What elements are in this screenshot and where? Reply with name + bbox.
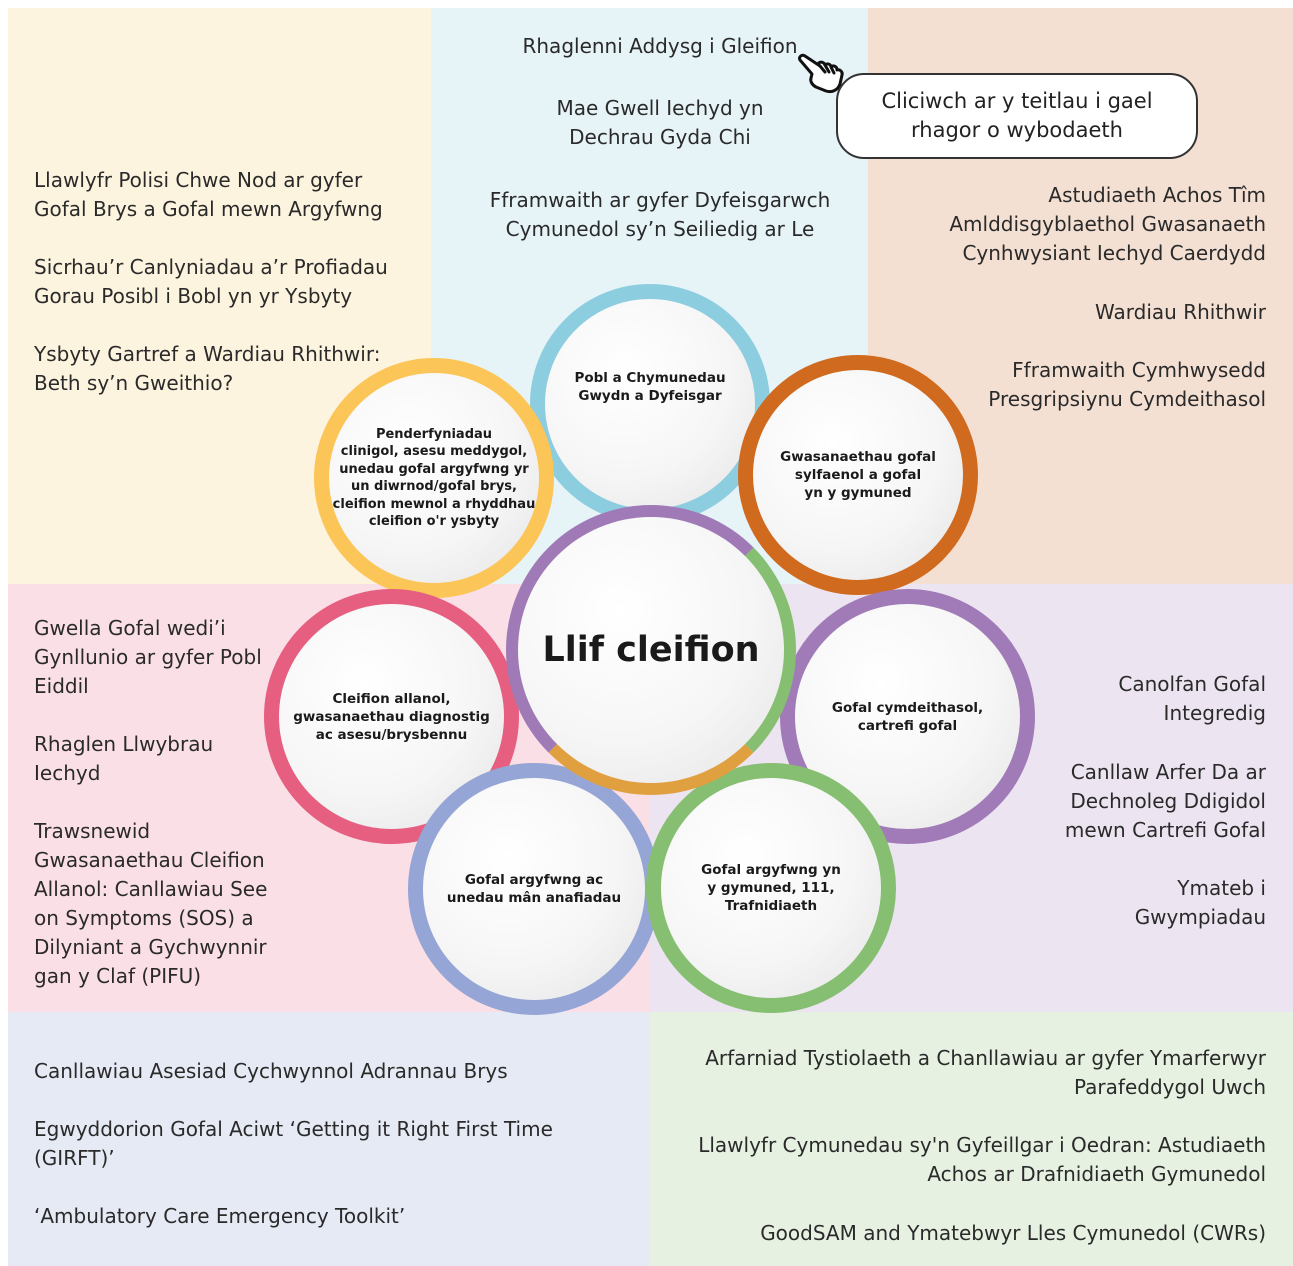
link-wardiau-rhithwir[interactable]: Wardiau Rhithwir <box>1095 300 1266 324</box>
pointing-hand-icon <box>798 53 844 94</box>
circle-gwasanaethau-label: Gwasanaethau gofal sylfaenol a gofal yn … <box>780 449 936 501</box>
link-llawlyfr-polisi[interactable]: Llawlyfr Polisi Chwe Nod ar gyfer Gofal … <box>34 168 383 221</box>
link-arfarniad-tystiolaeth[interactable]: Arfarniad Tystiolaeth a Chanllawiau ar g… <box>705 1046 1266 1099</box>
link-group-top-right-1: Astudiaeth Achos Tîm Amlddisgyblaethol G… <box>880 181 1266 268</box>
link-ysbyty-gartref[interactable]: Ysbyty Gartref a Wardiau Rhithwir: Beth … <box>34 342 381 395</box>
circle-allanol-label: Cleifion allanol, gwasanaethau diagnosti… <box>293 690 490 743</box>
link-rhaglen-llwybrau[interactable]: Rhaglen Llwybrau Iechyd <box>34 732 214 785</box>
link-group-bottom-left-2: Egwyddorion Gofal Aciwt ‘Getting it Righ… <box>34 1115 624 1173</box>
link-group-top-left-3: Ysbyty Gartref a Wardiau Rhithwir: Beth … <box>34 340 424 398</box>
link-group-mid-right-2: Canllaw Arfer Da ar Dechnoleg Ddigidol m… <box>1030 758 1266 845</box>
circle-gwasanaethau-gofal[interactable]: Gwasanaethau gofal sylfaenol a gofal yn … <box>738 355 978 595</box>
instruction-callout: Cliciwch ar y teitlau i gael rhagor o wy… <box>836 73 1198 159</box>
circle-cymdeithasol-label: Gofal cymdeithasol, cartrefi gofal <box>831 699 984 734</box>
link-group-top-right-2: Wardiau Rhithwir <box>880 298 1266 327</box>
link-canllawiau-asesiad[interactable]: Canllawiau Asesiad Cychwynnol Adrannau B… <box>34 1059 508 1083</box>
link-group-mid-right-3: Ymateb i Gwympiadau <box>1030 874 1266 932</box>
circle-penderfyniadau[interactable]: Penderfyniadau clinigol, asesu meddygol,… <box>314 358 554 598</box>
circle-gofal-argyfwng[interactable]: Gofal argyfwng ac unedau mân anafiadau <box>408 763 660 1015</box>
panel-bottom-right <box>650 1012 1293 1266</box>
circle-pobl-chymunedau[interactable]: Pobl a Chymunedau Gwydn a Dyfeisgar <box>530 284 770 524</box>
link-group-top-centre-1: Rhaglenni Addysg i Gleifion <box>440 32 880 61</box>
link-group-mid-left-1: Gwella Gofal wedi’i Gynllunio ar gyfer P… <box>34 614 284 701</box>
circle-argyfwng-label: Gofal argyfwng ac unedau mân anafiadau <box>446 872 622 906</box>
link-group-top-centre-3: Fframwaith ar gyfer Dyfeisgarwch Cymuned… <box>440 186 880 244</box>
link-group-mid-left-3: Trawsnewid Gwasanaethau Cleifion Allanol… <box>34 817 284 991</box>
link-group-mid-right-1: Canolfan Gofal Integredig <box>1030 670 1266 728</box>
link-egwyddorion-girft[interactable]: Egwyddorion Gofal Aciwt ‘Getting it Righ… <box>34 1117 553 1170</box>
link-canllaw-arfer-da[interactable]: Canllaw Arfer Da ar Dechnoleg Ddigidol m… <box>1064 760 1266 842</box>
link-group-top-left-2: Sicrhau’r Canlyniadau a’r Profiadau Gora… <box>34 253 424 311</box>
circle-pobl-label: Pobl a Chymunedau Gwydn a Dyfeisgar <box>574 370 726 404</box>
link-goodsam[interactable]: GoodSAM and Ymatebwyr Lles Cymunedol (CW… <box>760 1221 1266 1245</box>
link-ambulatory-toolkit[interactable]: ‘Ambulatory Care Emergency Toolkit’ <box>34 1204 406 1228</box>
link-group-bottom-right-1: Arfarniad Tystiolaeth a Chanllawiau ar g… <box>660 1044 1266 1102</box>
link-group-top-left-1: Llawlyfr Polisi Chwe Nod ar gyfer Gofal … <box>34 166 424 224</box>
link-sicrhau-canlyniadau[interactable]: Sicrhau’r Canlyniadau a’r Profiadau Gora… <box>34 255 388 308</box>
link-group-top-right-3: Fframwaith Cymhwysedd Presgripsiynu Cymd… <box>880 356 1266 414</box>
link-canolfan-gofal[interactable]: Canolfan Gofal Integredig <box>1118 672 1266 725</box>
panel-bottom-left <box>8 1012 650 1266</box>
link-group-bottom-left-3: ‘Ambulatory Care Emergency Toolkit’ <box>34 1202 624 1231</box>
link-ymateb-gwympiadau[interactable]: Ymateb i Gwympiadau <box>1134 876 1266 929</box>
link-fframwaith-dyfeisgarwch[interactable]: Fframwaith ar gyfer Dyfeisgarwch Cymuned… <box>489 188 831 241</box>
link-astudiaeth-achos-caerdydd[interactable]: Astudiaeth Achos Tîm Amlddisgyblaethol G… <box>949 183 1266 265</box>
link-group-bottom-right-2: Llawlyfr Cymunedau sy'n Gyfeillgar i Oed… <box>660 1131 1266 1189</box>
link-llawlyfr-cymunedau[interactable]: Llawlyfr Cymunedau sy'n Gyfeillgar i Oed… <box>698 1133 1266 1186</box>
link-group-bottom-left-1: Canllawiau Asesiad Cychwynnol Adrannau B… <box>34 1057 624 1086</box>
link-group-top-centre-2: Mae Gwell Iechyd yn Dechrau Gyda Chi <box>440 94 880 152</box>
circle-penderfyniadau-label: Penderfyniadau clinigol, asesu meddygol,… <box>332 426 536 530</box>
link-fframwaith-presgripsiynu[interactable]: Fframwaith Cymhwysedd Presgripsiynu Cymd… <box>988 358 1266 411</box>
link-trawsnewid-gwasanaethau[interactable]: Trawsnewid Gwasanaethau Cleifion Allanol… <box>34 819 268 988</box>
circle-argyfwng-gymuned[interactable]: Gofal argyfwng yn y gymuned, 111, Trafni… <box>646 763 896 1013</box>
link-rhaglenni-addysg[interactable]: Rhaglenni Addysg i Gleifion <box>522 34 798 58</box>
centre-title: Llif cleifion <box>542 630 760 670</box>
circle-gymuned-label: Gofal argyfwng yn y gymuned, 111, Trafni… <box>701 862 841 914</box>
link-gwella-gofal[interactable]: Gwella Gofal wedi’i Gynllunio ar gyfer P… <box>34 616 262 698</box>
link-gwell-iechyd[interactable]: Mae Gwell Iechyd yn Dechrau Gyda Chi <box>556 96 764 149</box>
link-group-mid-left-2: Rhaglen Llwybrau Iechyd <box>34 730 284 788</box>
link-group-bottom-right-3: GoodSAM and Ymatebwyr Lles Cymunedol (CW… <box>660 1219 1266 1248</box>
centre-circle-llif-cleifion: Llif cleifion <box>506 505 796 795</box>
